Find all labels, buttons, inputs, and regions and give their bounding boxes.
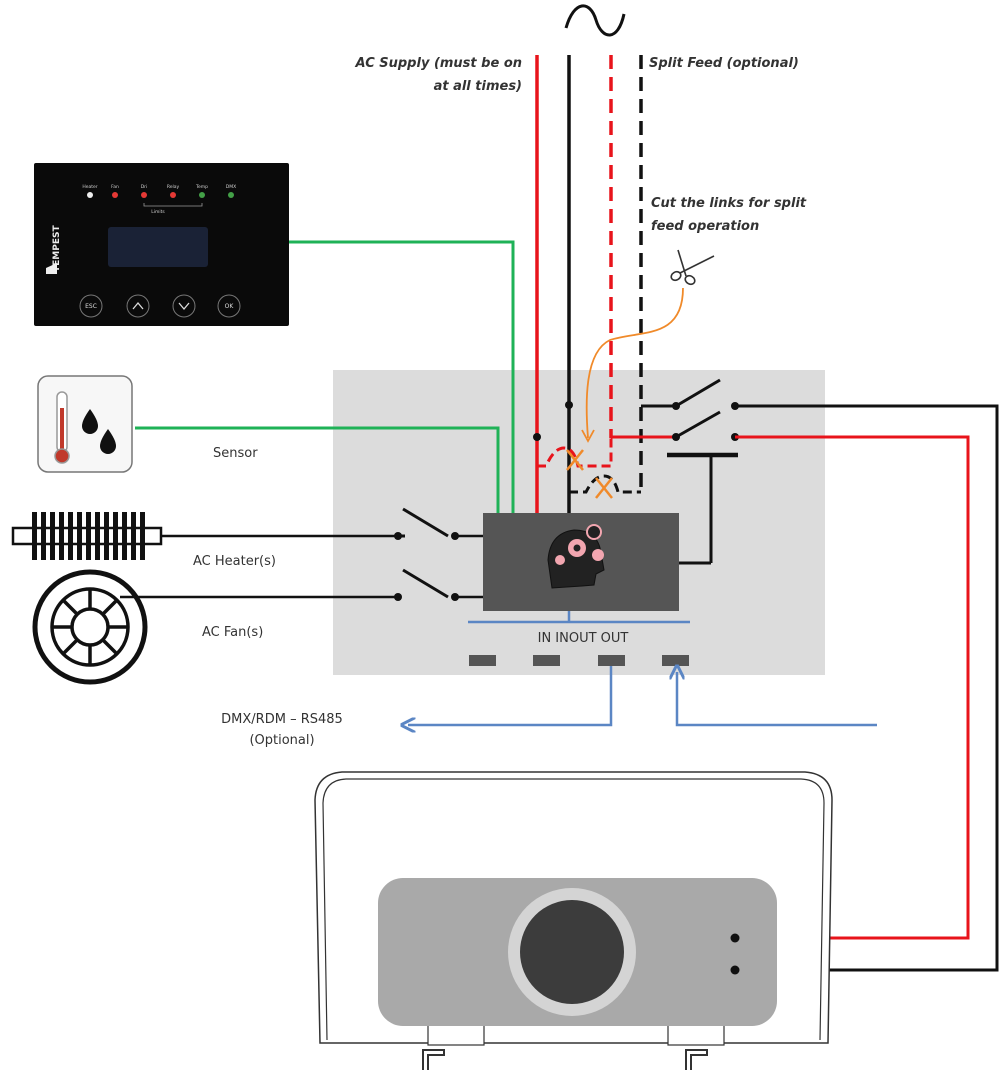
led-label-dmx: DMX xyxy=(226,184,236,190)
port-1 xyxy=(469,655,496,666)
ac-fan-label: AC Fan(s) xyxy=(202,625,263,640)
humidity-drops-icon xyxy=(82,409,116,454)
led-label-temp: Temp xyxy=(195,184,208,190)
panel-buttons: ESC OK xyxy=(79,294,241,318)
output-neutral-line xyxy=(735,404,999,972)
port-3 xyxy=(598,655,625,666)
control-panel: Heater Fan Dri Relay Temp DMX Limits TEM… xyxy=(34,163,289,326)
cut-marker-icon xyxy=(566,449,613,499)
ac-sine-icon xyxy=(564,4,626,37)
ports-label: IN INOUT OUT xyxy=(538,631,629,646)
down-arrow-button[interactable] xyxy=(172,294,196,318)
svg-text:OK: OK xyxy=(225,303,235,310)
fan-icon xyxy=(32,569,148,685)
heater-switch xyxy=(402,507,449,538)
ok-button[interactable]: OK xyxy=(217,294,241,318)
up-arrow-icon xyxy=(132,301,144,310)
panel-led-row: Heater Fan Dri Relay Temp DMX Limits xyxy=(82,184,236,215)
dmx-label-line2: (Optional) xyxy=(249,733,314,748)
led-group-label: Limits xyxy=(151,209,165,215)
dmx-out-arrow xyxy=(408,666,613,725)
led-label-heater: Heater xyxy=(82,184,97,190)
thermometer-icon xyxy=(54,391,70,464)
cut-links-label: Cut the links for split xyxy=(651,196,807,211)
split-feed-label: Split Feed (optional) xyxy=(649,56,799,71)
sensor-icon xyxy=(37,375,133,473)
cut-links-label-line2: feed operation xyxy=(651,219,759,234)
led-label-fan: Fan xyxy=(111,184,119,190)
panel-lcd xyxy=(108,227,208,267)
esc-button[interactable]: ESC xyxy=(79,294,103,318)
panel-cable xyxy=(289,240,515,516)
tempest-logo: TEMPEST xyxy=(46,225,62,274)
ac-supply-label: AC Supply (must be on xyxy=(355,56,522,71)
output-live-line xyxy=(735,435,970,940)
svg-text:TEMPEST: TEMPEST xyxy=(52,225,62,272)
split-switch-neutral xyxy=(675,378,721,408)
port-4 xyxy=(662,655,689,666)
sensor-cable xyxy=(135,426,500,516)
scissors-icon xyxy=(670,249,715,286)
ac-supply-label-line2: at all times) xyxy=(434,79,522,94)
projector xyxy=(314,771,833,1070)
fan-switch xyxy=(402,568,449,599)
heater-coil-icon xyxy=(11,512,163,560)
cut-pointer-arrow xyxy=(585,287,684,439)
svg-text:ESC: ESC xyxy=(85,303,97,310)
split-switch-live xyxy=(675,410,721,439)
led-label-relay: Relay xyxy=(167,184,180,190)
neutral-link xyxy=(569,474,641,494)
controller-brain-gears-icon xyxy=(547,524,605,589)
led-label-dri: Dri xyxy=(141,184,148,190)
dmx-label: DMX/RDM – RS485 xyxy=(221,712,343,727)
sensor-label: Sensor xyxy=(213,446,258,461)
port-2 xyxy=(533,655,560,666)
down-arrow-icon xyxy=(178,302,190,311)
dmx-in-arrow xyxy=(677,672,877,727)
ac-heater-label: AC Heater(s) xyxy=(193,554,276,569)
up-arrow-button[interactable] xyxy=(126,294,150,318)
